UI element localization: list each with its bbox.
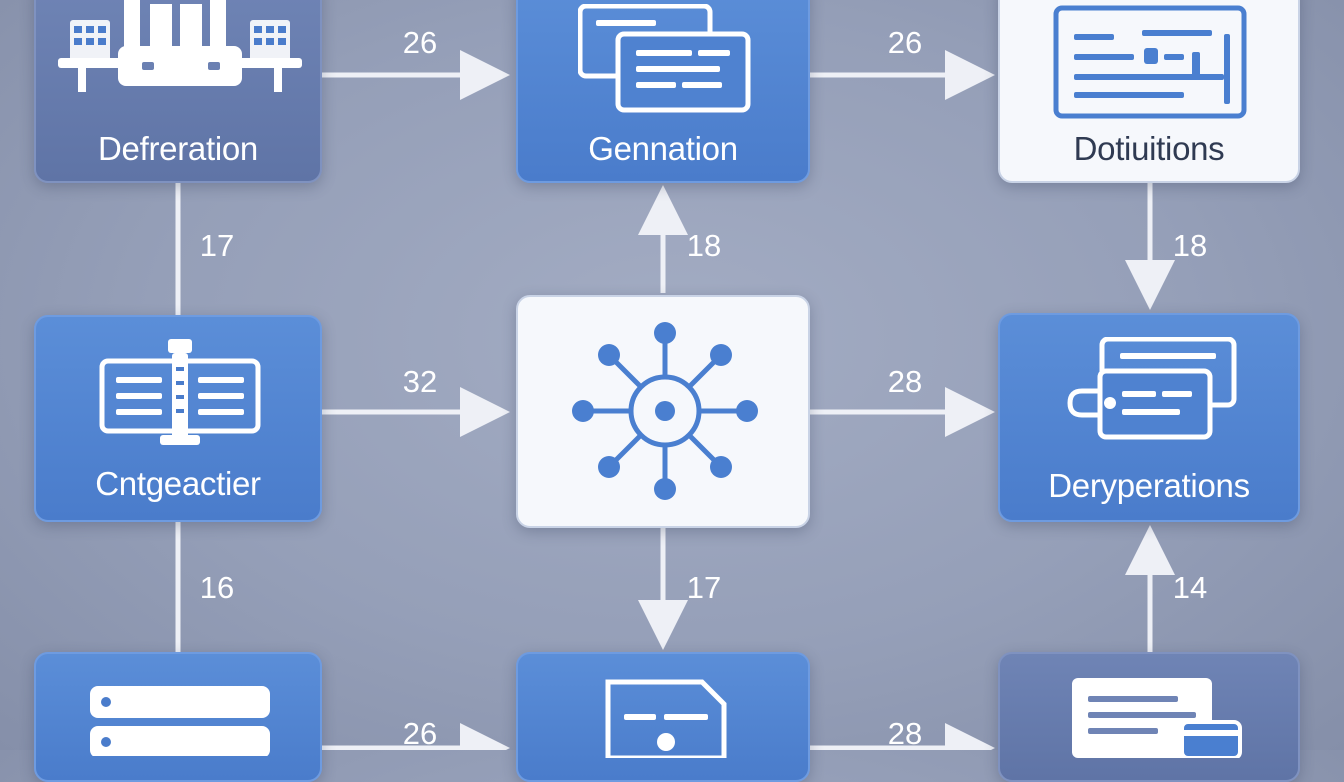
node-gennation[interactable]: Gennation: [516, 0, 810, 183]
edge-label-right-lower: 14: [1172, 570, 1208, 605]
node-bottom-left[interactable]: [34, 652, 322, 782]
node-dotiuitions[interactable]: Dotiuitions: [998, 0, 1300, 183]
locked-document-icon: [605, 679, 727, 758]
node-bottom-right[interactable]: [998, 652, 1300, 782]
node-label: Gennation: [588, 130, 738, 167]
edge-label-left-lower: 16: [199, 570, 235, 605]
edge-label-center-mid-right: 28: [887, 364, 923, 399]
node-center-hub[interactable]: [516, 295, 810, 528]
server-stack-icon: [90, 686, 270, 756]
documents-icon: [578, 4, 751, 113]
edge-label-center-down: 17: [686, 570, 722, 605]
node-label: Defreration: [98, 130, 258, 167]
node-label: Dotiuitions: [1073, 130, 1225, 167]
edge-label-top-mid-right: 26: [887, 25, 923, 60]
node-deryperations[interactable]: Deryperations: [998, 313, 1300, 522]
flow-diagram: 26 26 17 18 18 32 28 16 17 14 26 28: [34, 0, 1300, 782]
server-rack-icon: [58, 0, 302, 92]
hub-network-icon: [572, 322, 758, 500]
node-defreration[interactable]: Defreration: [34, 0, 322, 183]
edge-label-mid-left-center: 32: [402, 364, 438, 399]
connected-cards-icon: [1067, 337, 1237, 440]
edge-label-left-upper: 17: [199, 228, 235, 263]
node-label: Cntgeactier: [95, 465, 261, 502]
edge-label-center-up: 18: [686, 228, 722, 263]
node-cntgeactier[interactable]: Cntgeactier: [34, 315, 322, 522]
connectors: [175, 50, 1175, 750]
edge-label-right-upper: 18: [1172, 228, 1208, 263]
edge-label-top-left-mid: 26: [402, 25, 438, 60]
document-card-icon: [1072, 678, 1242, 758]
config-panel-icon: [99, 339, 261, 445]
edge-label-bottom-left-mid: 26: [402, 716, 438, 751]
node-bottom-mid[interactable]: [516, 652, 810, 782]
edge-label-bottom-mid-right: 28: [887, 716, 923, 751]
node-label: Deryperations: [1048, 467, 1250, 504]
form-document-icon: [1053, 5, 1247, 119]
